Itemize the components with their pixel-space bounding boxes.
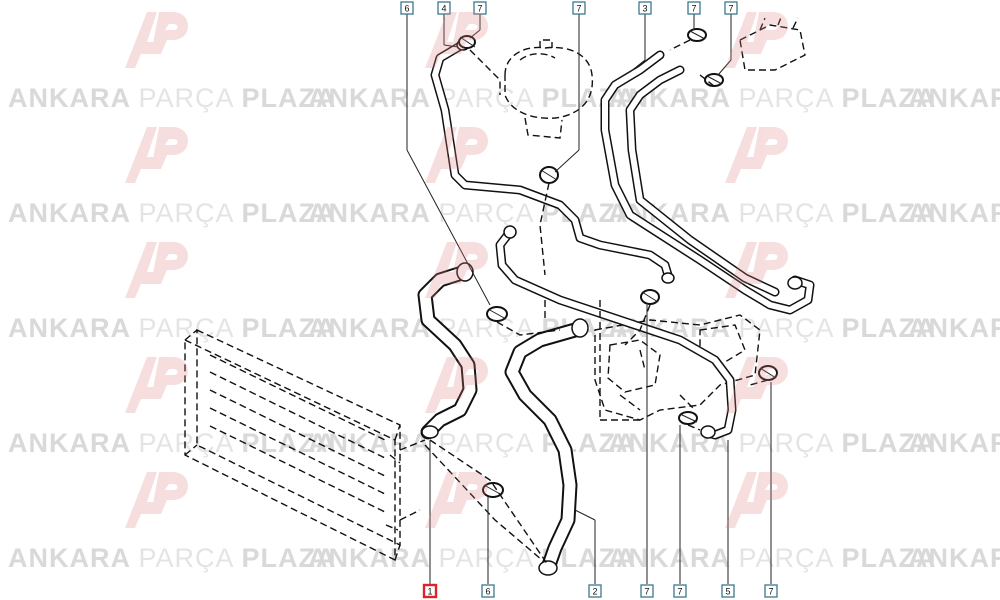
callout-c7-bottom-b[interactable]: 7 <box>673 584 687 598</box>
callout-c6-bottom[interactable]: 6 <box>481 584 495 598</box>
thermostat-housing <box>594 314 761 421</box>
hose-3 <box>600 50 815 315</box>
callout-c5-bottom[interactable]: 5 <box>721 584 735 598</box>
ap-logo <box>125 12 188 68</box>
callout-number: 2 <box>592 587 597 597</box>
ap-logo <box>425 127 488 183</box>
ap-logo <box>425 472 488 528</box>
hose-4 <box>430 40 673 280</box>
watermark-text: ANKARA PARÇA PLAZA <box>308 83 637 113</box>
watermark-text: ANKARA PARÇA PLAZA <box>908 198 1000 228</box>
callout-number: 4 <box>441 4 446 14</box>
watermark-text: ANKARA PARÇA PLAZA <box>8 313 337 343</box>
ap-logo <box>125 357 188 413</box>
callout-number: 7 <box>576 4 581 14</box>
ap-logo <box>725 242 788 298</box>
callout-box <box>640 584 654 598</box>
callout-c7-top-a[interactable]: 7 <box>473 1 487 15</box>
callout-box <box>481 584 495 598</box>
ap-logo <box>425 12 488 68</box>
callout-box <box>724 1 738 15</box>
callout-box <box>764 584 778 598</box>
heater-connector <box>739 14 806 71</box>
callout-number: 7 <box>477 4 482 14</box>
callout-number: 7 <box>768 587 773 597</box>
ap-logo <box>425 357 488 413</box>
callout-c4-top[interactable]: 4 <box>437 1 451 15</box>
callout-box <box>437 1 451 15</box>
hose-2 <box>504 322 583 576</box>
callout-c2-bottom[interactable]: 2 <box>588 584 602 598</box>
watermark-text: ANKARA PARÇA PLAZA <box>308 198 637 228</box>
watermark-text: ANKARA PARÇA PLAZA <box>908 83 1000 113</box>
watermark-text: ANKARA PARÇA PLAZA <box>308 543 637 573</box>
callout-box <box>721 584 735 598</box>
callout-box <box>400 1 414 15</box>
callout-c6-top[interactable]: 6 <box>400 1 414 15</box>
watermark-text: ANKARA PARÇA PLAZA <box>8 543 337 573</box>
callout-number: 7 <box>677 587 682 597</box>
ap-logo <box>725 357 788 413</box>
watermark-text: ANKARA PARÇA PLAZA <box>608 198 937 228</box>
watermark-text: ANKARA PARÇA PLAZA <box>908 313 1000 343</box>
callout-c7-top-b[interactable]: 7 <box>572 1 586 15</box>
ap-logo <box>725 12 788 68</box>
callout-c1-bottom[interactable]: 1 <box>422 583 438 599</box>
callout-number: 1 <box>427 587 432 597</box>
ap-logo <box>725 127 788 183</box>
expansion-tank <box>504 39 594 139</box>
callout-leaders <box>406 14 772 584</box>
watermark-text: ANKARA PARÇA PLAZA <box>608 83 937 113</box>
hose-5 <box>495 227 737 440</box>
callout-box <box>687 1 701 15</box>
callout-number: 7 <box>691 4 696 14</box>
callout-number: 6 <box>485 587 490 597</box>
watermark-text: ANKARA PARÇA PLAZA <box>608 543 937 573</box>
ap-logo <box>125 242 188 298</box>
callout-number: 7 <box>644 587 649 597</box>
callout-box <box>588 584 602 598</box>
callout-box <box>673 584 687 598</box>
callout-box <box>572 1 586 15</box>
watermark-text: ANKARA PARÇA PLAZA <box>608 428 937 458</box>
assembly-lines <box>424 39 769 566</box>
callout-box <box>638 1 652 15</box>
hose-1 <box>417 264 478 440</box>
callout-number: 3 <box>642 4 647 14</box>
callout-c7-top-d[interactable]: 7 <box>724 1 738 15</box>
callout-c7-bottom-c[interactable]: 7 <box>764 584 778 598</box>
radiator <box>184 328 426 562</box>
watermark-text: ANKARA PARÇA PLAZA <box>8 83 337 113</box>
callout-number: 7 <box>728 4 733 14</box>
ap-logo <box>125 472 188 528</box>
watermark-logos <box>125 12 788 528</box>
watermark-text: ANKARA PARÇA PLAZA <box>8 428 337 458</box>
callout-box <box>473 1 487 15</box>
watermark-text: ANKARA PARÇA PLAZA <box>308 428 637 458</box>
callout-box <box>422 583 438 599</box>
ap-logo <box>125 127 188 183</box>
watermark-text: ANKARA PARÇA PLAZA <box>608 313 937 343</box>
callout-c7-top-c[interactable]: 7 <box>687 1 701 15</box>
callout-number: 6 <box>404 4 409 14</box>
callout-c7-bottom-a[interactable]: 7 <box>640 584 654 598</box>
watermark-text: ANKARA PARÇA PLAZA <box>908 543 1000 573</box>
callouts: 6 4 7 7 3 7 7 1 6 2 7 7 5 7 <box>400 1 778 599</box>
callout-c3-top[interactable]: 3 <box>638 1 652 15</box>
ap-logo <box>725 472 788 528</box>
clamps <box>458 28 778 498</box>
watermark-text: ANKARA PARÇA PLAZA <box>908 428 1000 458</box>
ap-logo <box>425 242 488 298</box>
callout-number: 5 <box>725 587 730 597</box>
watermark-text: ANKARA PARÇA PLAZA <box>8 198 337 228</box>
